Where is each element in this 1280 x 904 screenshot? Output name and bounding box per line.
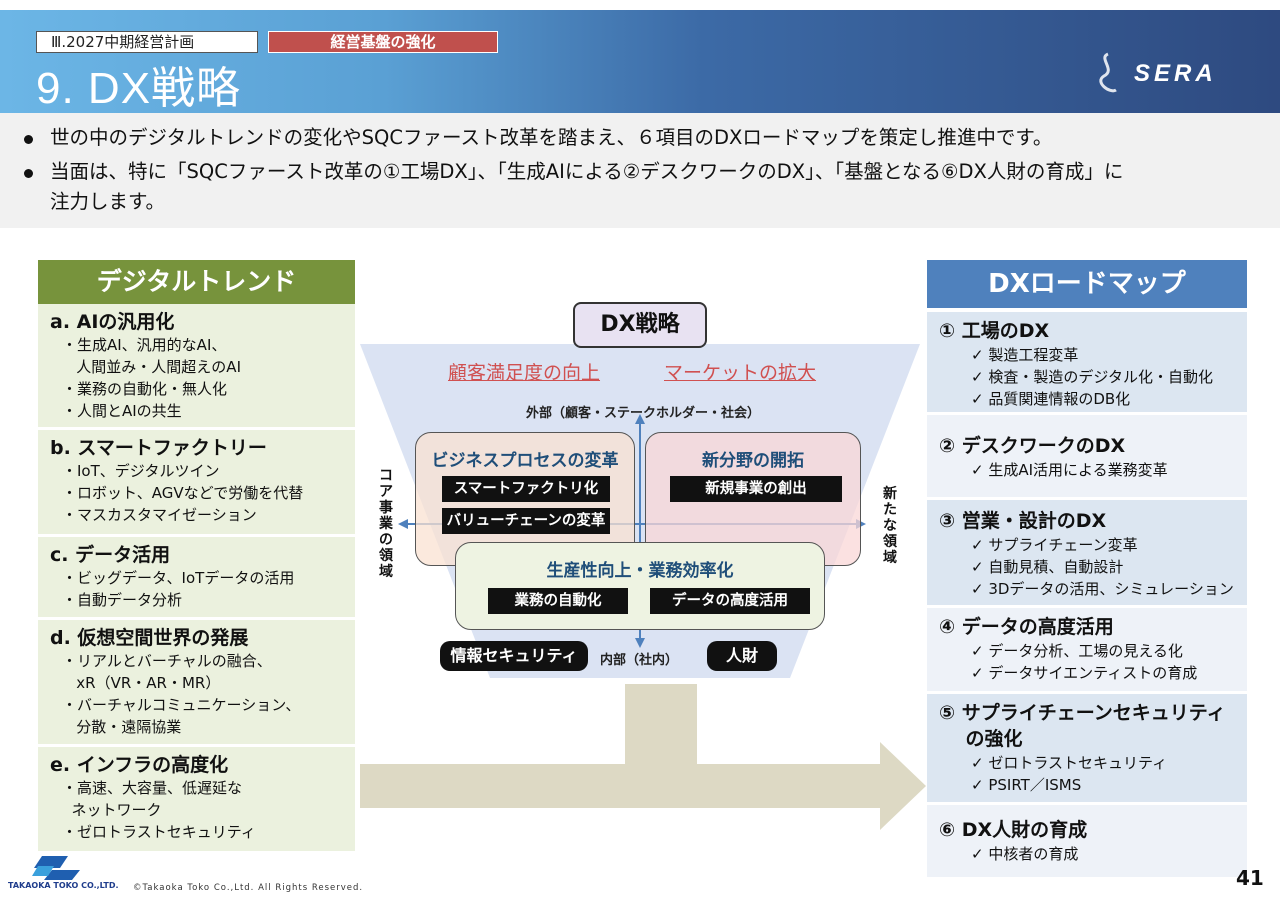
intro-bullet-text: 世の中のデジタルトレンドの変化やSQCファースト改革を踏まえ、６項目のDXロード… bbox=[50, 126, 1053, 149]
trend-line: ・生成AI、汎用的なAI、 bbox=[62, 336, 227, 354]
dx-strategy-label: DX戦略 bbox=[573, 302, 707, 348]
pill-human-resources: 人財 bbox=[707, 641, 777, 671]
digital-trend-panel: デジタルトレンド a. AIの汎用化 ・生成AI、汎用的なAI、 人間並み・人間… bbox=[38, 260, 355, 851]
trend-line: ・ゼロトラストセキュリティ bbox=[62, 823, 256, 841]
company-name: TAKAOKA TOKO CO.,LTD. bbox=[8, 881, 119, 890]
roadmap-line: ✓ 生成AI活用による業務変革 bbox=[971, 461, 1168, 479]
trend-title: d. 仮想空間世界の発展 bbox=[50, 627, 249, 649]
axis-label-internal: 内部（社内） bbox=[600, 653, 679, 668]
roadmap-line: ✓ 製造工程変革 bbox=[971, 346, 1079, 364]
roadmap-line: ✓ 品質関連情報のDB化 bbox=[971, 390, 1131, 408]
roadmap-line: ✓ PSIRT／ISMS bbox=[971, 776, 1082, 794]
flow-arrow-icon bbox=[360, 684, 926, 830]
page-title: 9. DX戦略 bbox=[36, 64, 242, 113]
trend-line: ・自動データ分析 bbox=[62, 591, 183, 609]
trend-item: e. インフラの高度化 ・高速、大容量、低遅延な ネットワーク ・ゼロトラストセ… bbox=[38, 747, 355, 851]
roadmap-item: ③ 営業・設計のDX ✓ サプライチェーン変革 ✓ 自動見積、自動設計 ✓ 3D… bbox=[927, 500, 1247, 608]
dx-roadmap-heading: DXロードマップ bbox=[927, 260, 1247, 308]
dx-strategy-diagram: DX戦略 顧客満足度の向上 マーケットの拡大 外部（顧客・ステークホルダー・社会… bbox=[360, 300, 920, 680]
trend-item: c. データ活用 ・ビッグデータ、IoTデータの活用 ・自動データ分析 bbox=[38, 537, 355, 620]
roadmap-title: ③ 営業・設計のDX bbox=[939, 510, 1107, 532]
box-new-field-title: 新分野の開拓 bbox=[702, 451, 804, 471]
axis-label-external: 外部（顧客・ステークホルダー・社会） bbox=[526, 406, 761, 421]
goal-customer-satisfaction: 顧客満足度の向上 bbox=[448, 362, 601, 384]
trend-item: b. スマートファクトリー ・IoT、デジタルツイン ・ロボット、AGVなどで労… bbox=[38, 430, 355, 537]
header-band: Ⅲ.2027中期経営計画 経営基盤の強化 9. DX戦略 SERA bbox=[0, 10, 1280, 113]
trend-line: ・リアルとバーチャルの融合、 bbox=[62, 652, 272, 670]
axis-label-new: 新たな領域 bbox=[883, 486, 897, 566]
pill-info-security: 情報セキュリティ bbox=[440, 641, 588, 671]
logo-text: SERA bbox=[1134, 60, 1217, 87]
roadmap-line: ✓ 検査・製造のデジタル化・自動化 bbox=[971, 368, 1214, 386]
roadmap-item: ④ データの高度活用 ✓ データ分析、工場の見える化 ✓ データサイエンティスト… bbox=[927, 608, 1247, 694]
category-tag: 経営基盤の強化 bbox=[268, 31, 498, 53]
roadmap-item: ⑥ DX人財の育成 ✓ 中核者の育成 bbox=[927, 805, 1247, 877]
roadmap-title: ④ データの高度活用 bbox=[939, 616, 1114, 638]
trend-line: 分散・遠隔協業 bbox=[62, 718, 182, 736]
box-business-process-title: ビジネスプロセスの変革 bbox=[431, 451, 619, 471]
company-logo-icon bbox=[32, 856, 80, 880]
axis-label-core: コア事業の領域 bbox=[379, 468, 393, 580]
roadmap-item: ① 工場のDX ✓ 製造工程変革 ✓ 検査・製造のデジタル化・自動化 ✓ 品質関… bbox=[927, 312, 1247, 415]
trend-line: ・バーチャルコミュニケーション、 bbox=[62, 696, 301, 714]
trend-item: a. AIの汎用化 ・生成AI、汎用的なAI、 人間並み・人間超えのAI ・業務… bbox=[38, 304, 355, 430]
trend-line: ネットワーク bbox=[62, 801, 162, 819]
trend-line: ・ビッグデータ、IoTデータの活用 bbox=[62, 569, 295, 587]
digital-trend-heading: デジタルトレンド bbox=[38, 260, 355, 304]
sera-logo: SERA bbox=[1099, 52, 1217, 93]
roadmap-line: ✓ 中核者の育成 bbox=[971, 845, 1079, 863]
box-productivity-title: 生産性向上・業務効率化 bbox=[546, 561, 734, 581]
intro-bullet-text: 当面は、特に「SQCファースト改革の①工場DX」、「生成AIによる②デスクワーク… bbox=[50, 160, 1124, 183]
trend-line: ・マスカスタマイゼーション bbox=[62, 506, 257, 524]
section-tag: Ⅲ.2027中期経営計画 bbox=[36, 31, 258, 53]
roadmap-line: ✓ 3Dデータの活用、シミュレーション bbox=[971, 580, 1234, 598]
intro-section: 世の中のデジタルトレンドの変化やSQCファースト改革を踏まえ、６項目のDXロード… bbox=[0, 113, 1280, 228]
roadmap-line: ✓ ゼロトラストセキュリティ bbox=[971, 754, 1168, 772]
trend-line: ・人間とAIの共生 bbox=[62, 402, 182, 420]
trend-line: xR（VR・AR・MR） bbox=[62, 674, 221, 692]
trend-title: c. データ活用 bbox=[50, 544, 171, 566]
roadmap-line: ✓ 自動見積、自動設計 bbox=[971, 558, 1124, 576]
trend-line: ・ロボット、AGVなどで労働を代替 bbox=[62, 484, 304, 502]
dx-roadmap-panel: DXロードマップ ① 工場のDX ✓ 製造工程変革 ✓ 検査・製造のデジタル化・… bbox=[927, 260, 1247, 877]
intro-bullet: 世の中のデジタルトレンドの変化やSQCファースト改革を踏まえ、６項目のDXロード… bbox=[24, 123, 1254, 153]
item-new-business: 新規事業の創出 bbox=[670, 476, 842, 502]
bullet-dot-icon bbox=[24, 135, 33, 144]
item-automation: 業務の自動化 bbox=[488, 588, 628, 614]
bullet-dot-icon bbox=[24, 169, 33, 178]
trend-line: ・IoT、デジタルツイン bbox=[62, 462, 220, 480]
roadmap-line: ✓ データサイエンティストの育成 bbox=[971, 664, 1198, 682]
intro-bullet-text-cont: 注力します。 bbox=[50, 190, 166, 213]
trend-line: ・高速、大容量、低遅延な bbox=[62, 779, 243, 797]
roadmap-item: ② デスクワークのDX ✓ 生成AI活用による業務変革 bbox=[927, 415, 1247, 500]
roadmap-line: ✓ データ分析、工場の見える化 bbox=[971, 642, 1183, 660]
item-value-chain: バリューチェーンの変革 bbox=[442, 508, 610, 534]
trend-title: a. AIの汎用化 bbox=[50, 311, 175, 333]
trend-item: d. 仮想空間世界の発展 ・リアルとバーチャルの融合、 xR（VR・AR・MR）… bbox=[38, 620, 355, 747]
intro-bullet: 当面は、特に「SQCファースト改革の①工場DX」、「生成AIによる②デスクワーク… bbox=[24, 157, 1254, 217]
trend-title: b. スマートファクトリー bbox=[50, 437, 267, 459]
roadmap-title: ② デスクワークのDX bbox=[939, 435, 1126, 457]
roadmap-line: ✓ サプライチェーン変革 bbox=[971, 536, 1138, 554]
trend-line: 人間並み・人間超えのAI bbox=[62, 358, 241, 376]
item-smart-factory: スマートファクトリ化 bbox=[442, 476, 610, 502]
trend-title: e. インフラの高度化 bbox=[50, 754, 229, 776]
box-productivity bbox=[455, 542, 825, 630]
roadmap-title: ⑥ DX人財の育成 bbox=[939, 819, 1088, 841]
copyright: ©Takaoka Toko Co.,Ltd. All Rights Reserv… bbox=[133, 883, 364, 893]
goal-market-expansion: マーケットの拡大 bbox=[664, 362, 817, 384]
roadmap-title: ⑤ サプライチェーンセキュリティ の強化 bbox=[939, 702, 1226, 750]
trend-line: ・業務の自動化・無人化 bbox=[62, 380, 228, 398]
roadmap-item: ⑤ サプライチェーンセキュリティ の強化 ✓ ゼロトラストセキュリティ ✓ PS… bbox=[927, 694, 1247, 805]
page-number: 41 bbox=[1236, 866, 1264, 890]
item-data-utilization: データの高度活用 bbox=[650, 588, 810, 614]
roadmap-title: ① 工場のDX bbox=[939, 320, 1050, 342]
